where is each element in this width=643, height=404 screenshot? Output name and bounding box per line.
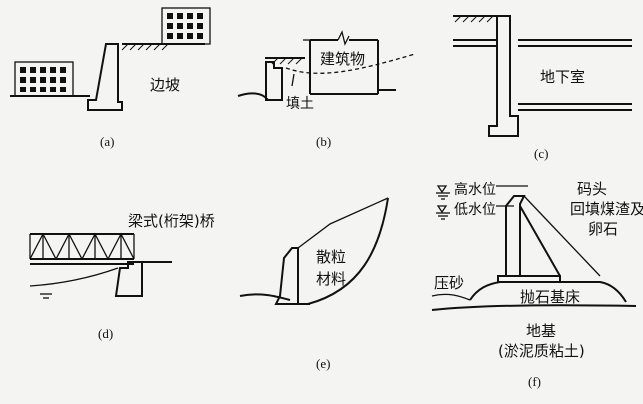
panel-d: 梁式(桁架)桥 (d) [29, 212, 215, 341]
label-bridge: 梁式(桁架)桥 [128, 212, 215, 230]
low-water-marker [436, 205, 450, 220]
label-low-water: 低水位 [454, 202, 496, 218]
label-wharf-1: 码头 [577, 180, 607, 198]
foundation-line [431, 304, 637, 311]
label-wharf-3: 卵石 [588, 220, 618, 238]
label-wharf-2: 回填煤渣及 [570, 200, 643, 218]
building-low [14, 61, 74, 97]
retaining-wall-e [274, 247, 299, 305]
label-foundation-1: 地基 [526, 322, 556, 340]
fill-boundary [285, 53, 416, 74]
caption-c: (c) [534, 146, 548, 161]
label-riprap: 抛石基床 [520, 288, 580, 306]
soil-hatch [121, 43, 169, 51]
label-granular-2: 材料 [316, 270, 346, 288]
retaining-wall-b [265, 61, 283, 101]
ground-curve-b [237, 92, 269, 101]
panel-a: 边坡 (a) [10, 7, 211, 149]
caption-a: (a) [100, 134, 114, 149]
panel-b: 建筑物 填土 (b) [237, 30, 416, 149]
leader-fill [291, 73, 295, 87]
retaining-wall [87, 43, 123, 111]
building-high [161, 7, 211, 45]
label-fill: 填土 [286, 96, 314, 112]
panel-e: 散粒 材料 (e) [239, 197, 389, 371]
caption-b: (b) [316, 134, 331, 149]
label-foundation-2: (淤泥质粘土) [498, 342, 585, 360]
material-slope [297, 197, 389, 249]
label-slope: 边坡 [150, 76, 180, 94]
ground-e [239, 293, 291, 301]
abutment-d [114, 261, 143, 297]
truss-bridge [29, 232, 135, 265]
caption-d: (d) [98, 326, 113, 341]
panel-f: 高水位 低水位 码头 回填煤渣及 卵石 压砂 抛石基床 地基 (淤泥质粘土) (… [431, 180, 643, 389]
label-granular-1: 散粒 [316, 248, 346, 266]
high-water-marker [436, 185, 450, 200]
panel-c: 地下室 (c) [453, 15, 632, 161]
caption-f: (f) [528, 374, 541, 389]
building-b [303, 30, 379, 95]
basement-wall [488, 15, 519, 137]
label-high-water: 高水位 [454, 181, 496, 198]
riprap-bed [469, 281, 627, 303]
caption-e: (e) [316, 356, 330, 371]
label-building: 建筑物 [320, 50, 365, 68]
material-boundary [307, 197, 389, 305]
label-basement: 地下室 [540, 68, 585, 86]
label-sand: 压砂 [434, 274, 464, 292]
